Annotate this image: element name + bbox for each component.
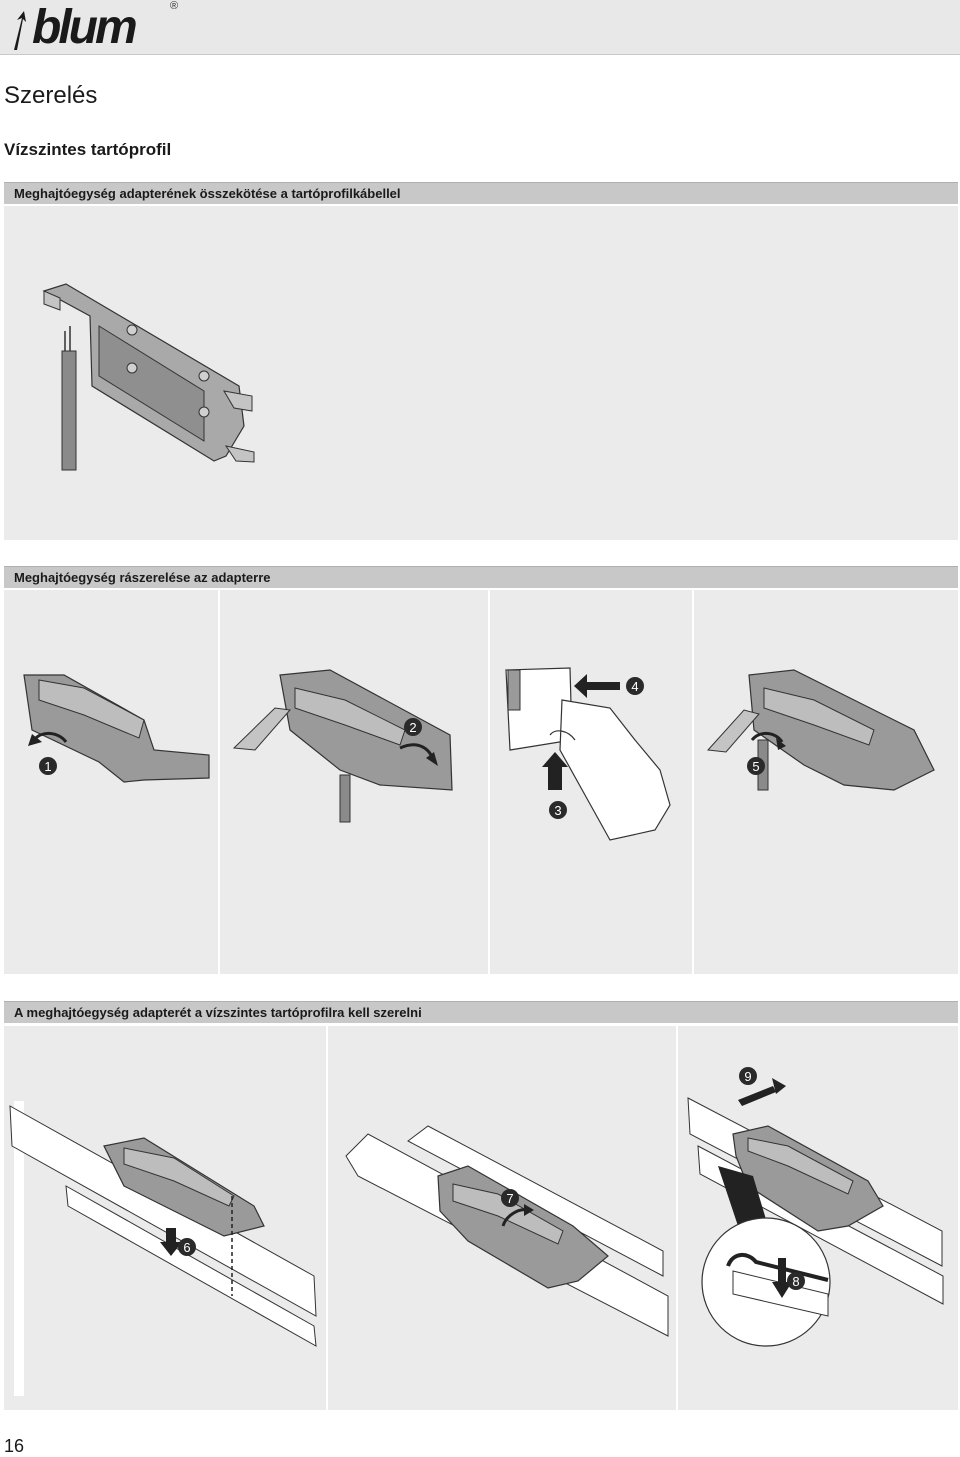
step-number-6: 6	[183, 1240, 190, 1255]
panel-step-8-9: 8 9	[678, 1026, 958, 1410]
blum-logo: blum	[10, 1, 138, 54]
panel-step-7: 7	[328, 1026, 676, 1410]
step-badge-8	[787, 1272, 805, 1290]
logo-arrow-icon	[14, 11, 26, 50]
section-bar-1: Meghajtóegység adapterének összekötése a…	[4, 182, 958, 204]
step-badge-2	[404, 718, 422, 736]
panel-step-5: 5	[694, 590, 958, 974]
registered-mark: ®	[170, 0, 179, 12]
step-badge-6	[178, 1238, 196, 1256]
step-badge-5	[747, 757, 765, 775]
profile-mount-illustration-7: 7	[345, 1125, 669, 1337]
step-number-8: 8	[792, 1274, 799, 1289]
section-bar-3: A meghajtóegység adapterét a vízszintes …	[4, 1001, 958, 1023]
panel-step-2: 2	[220, 590, 488, 974]
step-number-3: 3	[554, 803, 561, 818]
adapter-cable-illustration	[42, 283, 255, 471]
step-number-7: 7	[506, 1191, 513, 1206]
drive-unit-illustration-2: 2	[232, 669, 453, 823]
panel-step-3-4: 4 3	[490, 590, 692, 974]
step-number-1: 1	[44, 759, 51, 774]
drive-unit-illustration-5: 5	[706, 669, 935, 791]
step-badge-4	[626, 677, 644, 695]
page-title: Szerelés	[4, 82, 98, 109]
hand-assembly-illustration: 4 3	[505, 667, 671, 841]
step-number-4: 4	[631, 679, 638, 694]
step-badge-3	[549, 801, 567, 819]
panel-cable-connection	[4, 206, 958, 540]
panel-step-1: 1	[4, 590, 218, 974]
profile-mount-illustration-8-9: 8 9	[687, 1067, 944, 1347]
header-bar: blum ®	[0, 0, 960, 55]
step-number-2: 2	[409, 720, 416, 735]
step-badge-1	[39, 757, 57, 775]
profile-mount-illustration-6: 6	[9, 1101, 317, 1396]
step-badge-9	[739, 1067, 757, 1085]
section-bar-2: Meghajtóegység rászerelése az adapterre	[4, 566, 958, 588]
step-number-9: 9	[744, 1069, 751, 1084]
logo-wordmark: blum	[32, 1, 138, 54]
panel-step-6: 6	[4, 1026, 326, 1410]
step-number-5: 5	[752, 759, 759, 774]
drive-unit-illustration-1: 1	[23, 674, 210, 783]
step-badge-7	[501, 1189, 519, 1207]
section-title: Vízszintes tartóprofil	[4, 140, 172, 159]
page-number: 16	[4, 1436, 25, 1456]
